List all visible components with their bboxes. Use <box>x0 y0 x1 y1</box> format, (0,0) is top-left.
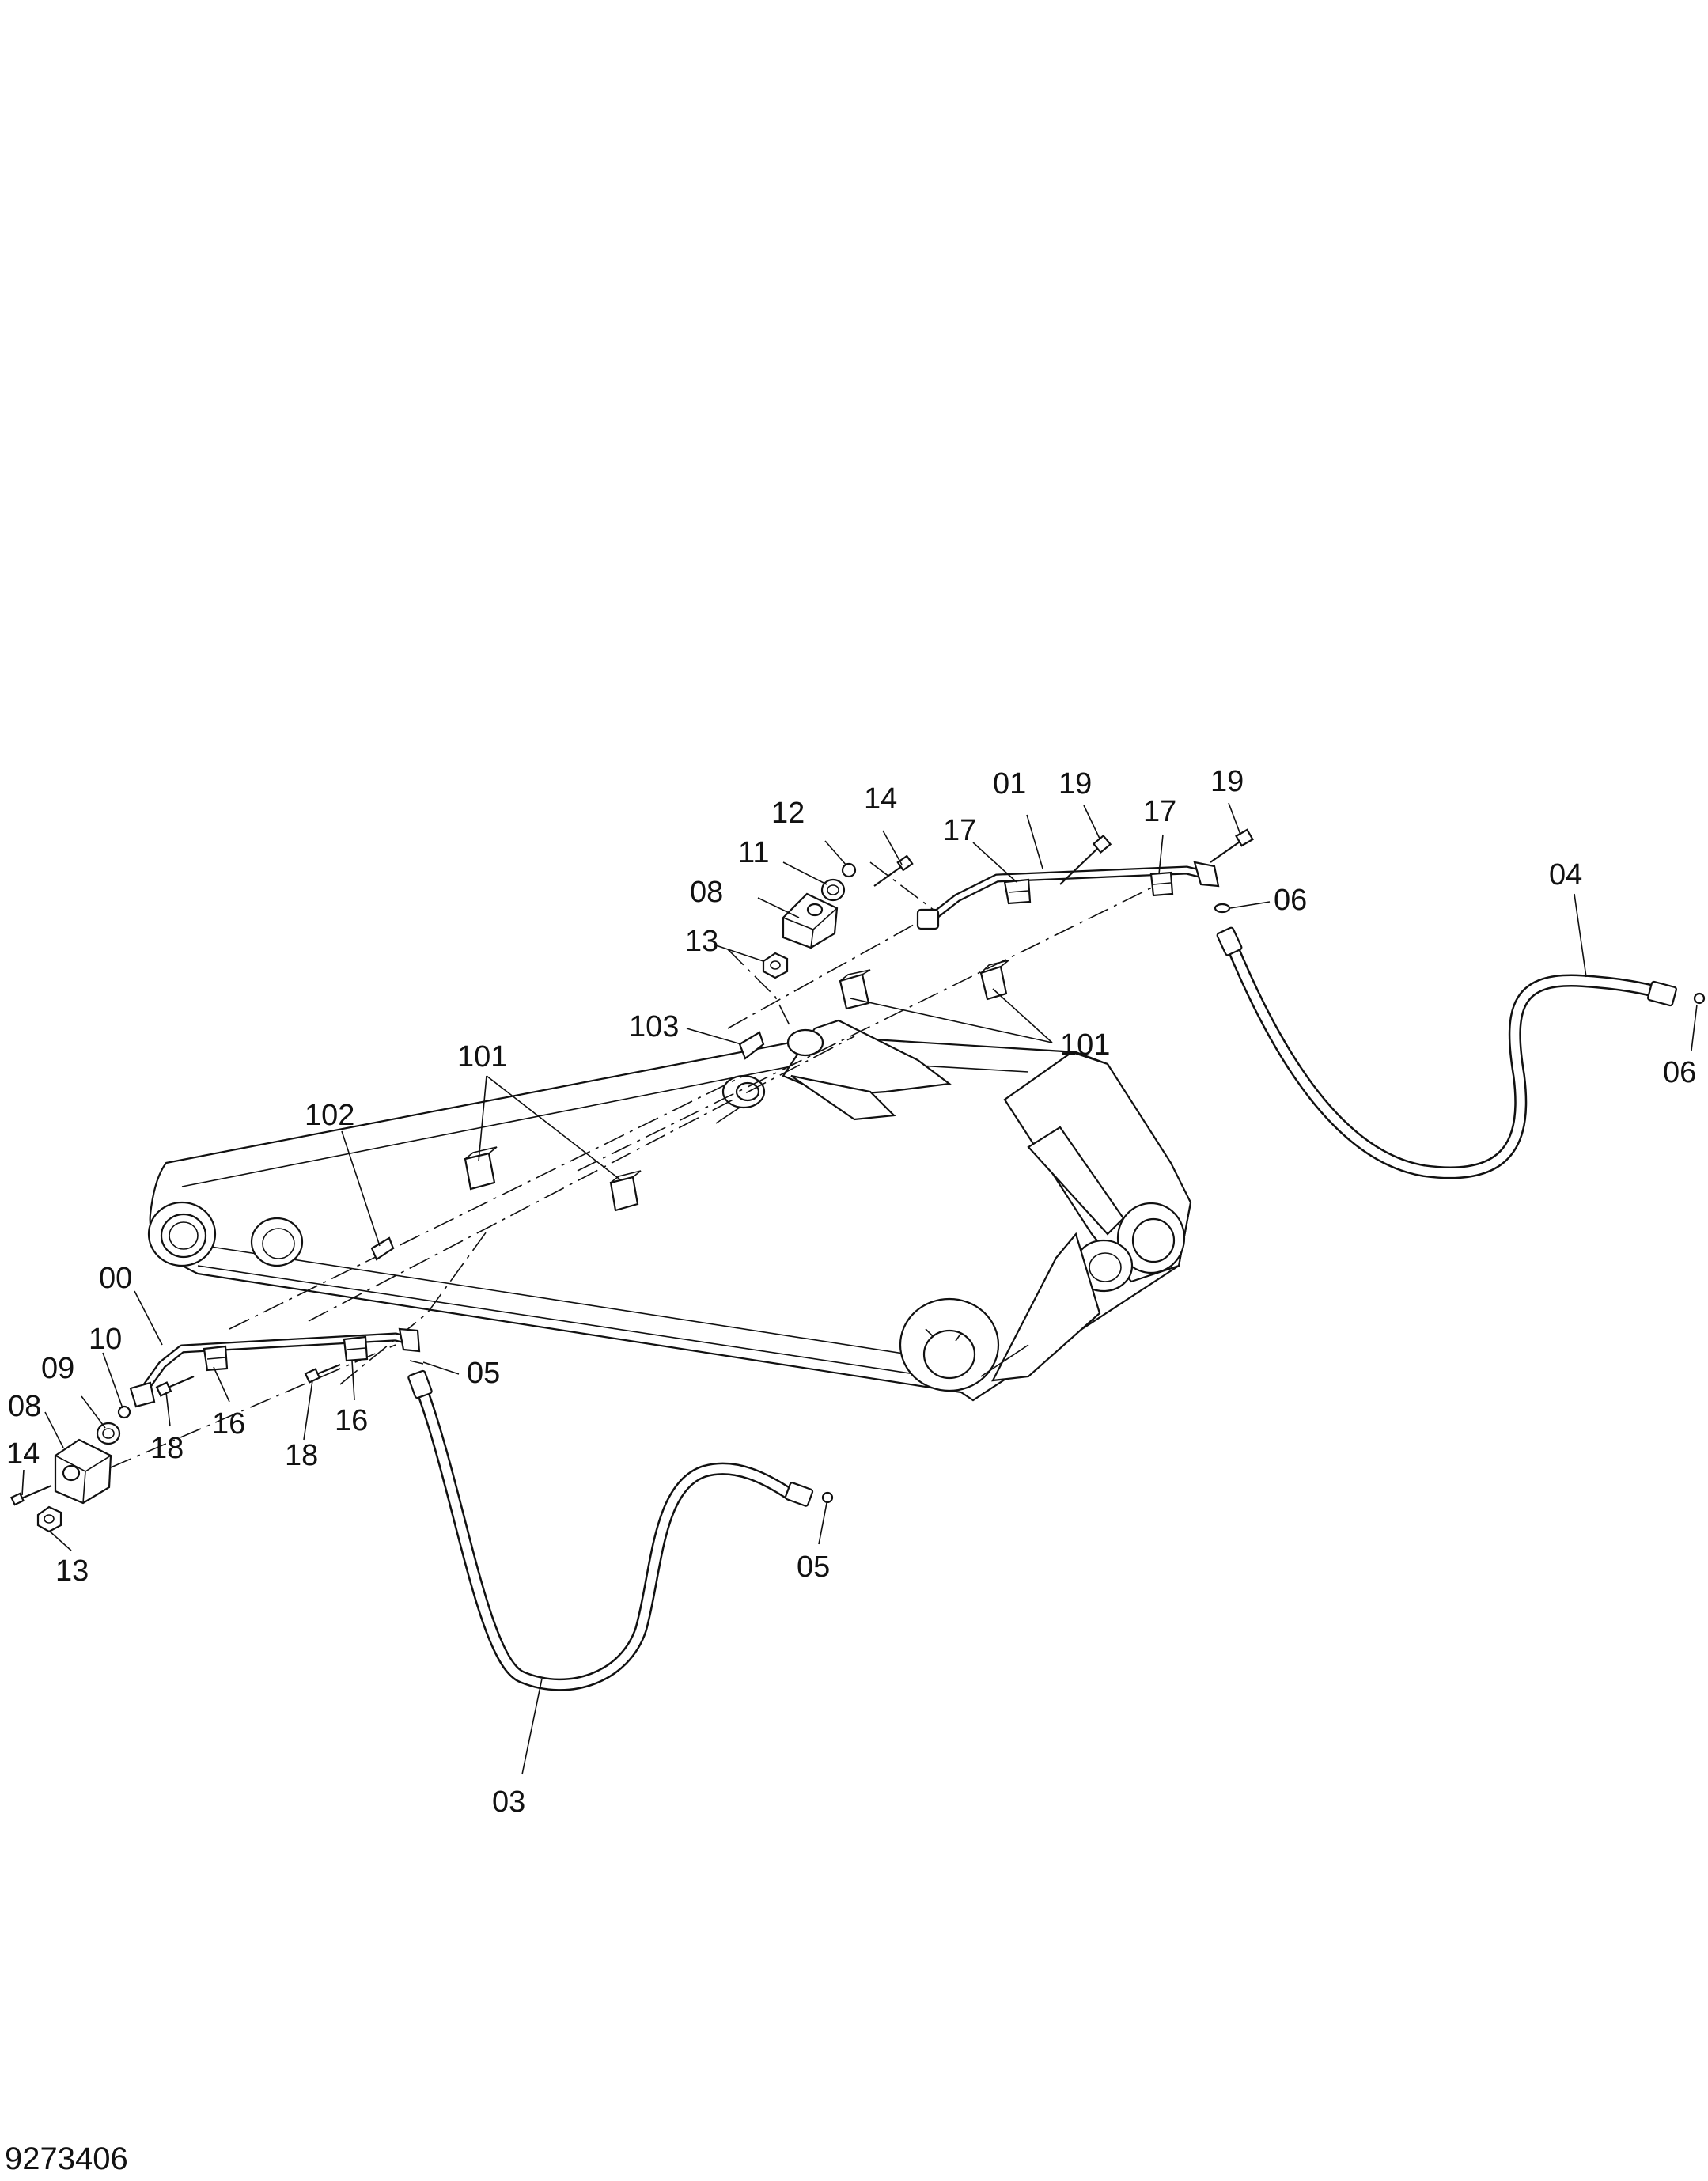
callout-10: 10 <box>89 1323 122 1356</box>
callout-13-lower: 13 <box>55 1554 89 1588</box>
callout-11: 11 <box>738 836 769 869</box>
callout-101-right: 101 <box>1060 1028 1110 1062</box>
boom-arm <box>147 1019 1192 1402</box>
callout-05-lower: 05 <box>797 1551 830 1584</box>
callout-17-right: 17 <box>1143 795 1176 828</box>
clamp-16-left <box>203 1345 229 1372</box>
callout-labels: 14 12 11 08 13 103 17 01 19 17 19 06 04 … <box>6 765 1696 1819</box>
callout-14-upper: 14 <box>864 782 897 816</box>
spacer-101-d <box>609 1170 642 1212</box>
fitting-11 <box>820 878 846 902</box>
bolt-18-right <box>304 1363 341 1384</box>
block-08-lower <box>54 1438 112 1505</box>
o-ring-05-upper <box>409 1360 424 1365</box>
clamp-17-right <box>1149 871 1174 897</box>
plate-102 <box>370 1236 395 1261</box>
callout-18-right: 18 <box>285 1439 318 1472</box>
bolt-14-lower <box>9 1484 52 1506</box>
assembly-lines <box>110 861 1156 1468</box>
leader-lines <box>21 802 1698 1775</box>
clamp-16-right <box>343 1335 369 1362</box>
callout-102: 102 <box>305 1099 354 1132</box>
callout-04: 04 <box>1549 858 1582 892</box>
callout-06-upper: 06 <box>1274 884 1307 917</box>
tube-01 <box>916 861 1220 930</box>
callout-17-left: 17 <box>943 814 976 847</box>
callout-03: 03 <box>492 1785 525 1819</box>
hose-04 <box>1216 926 1706 1179</box>
bolt-19-left <box>1059 834 1112 885</box>
callout-00: 00 <box>99 1262 132 1295</box>
plug-13-upper <box>762 952 789 979</box>
callout-19-left: 19 <box>1059 767 1092 801</box>
callout-19-right: 19 <box>1210 765 1244 798</box>
callout-05-upper: 05 <box>467 1357 500 1390</box>
callout-13-upper: 13 <box>685 925 718 958</box>
fitting-09 <box>96 1422 121 1445</box>
plate-103 <box>738 1031 765 1060</box>
clamp-17-left <box>1003 878 1032 905</box>
callout-06-right: 06 <box>1663 1056 1696 1089</box>
callout-01: 01 <box>993 767 1026 801</box>
callout-16-left: 16 <box>212 1407 245 1441</box>
callout-103: 103 <box>629 1010 679 1043</box>
callout-101-left: 101 <box>457 1040 507 1073</box>
callout-09: 09 <box>41 1352 74 1385</box>
spacer-101-c <box>464 1146 498 1191</box>
bolt-14-upper <box>873 854 914 887</box>
callout-08-upper: 08 <box>690 876 723 909</box>
tube-00 <box>129 1327 421 1408</box>
plug-13-lower <box>36 1505 62 1533</box>
block-08-upper <box>782 892 839 949</box>
callout-16-right: 16 <box>335 1404 368 1437</box>
bolt-18-left <box>155 1375 195 1397</box>
hose-03 <box>407 1369 834 1691</box>
callout-14-lower: 14 <box>6 1437 40 1471</box>
figure-number: 9273406 <box>5 2141 128 2176</box>
bolt-19-right <box>1210 828 1254 863</box>
callout-18-left: 18 <box>150 1432 184 1465</box>
spacer-101-a <box>839 969 871 1010</box>
callout-08-lower: 08 <box>8 1390 41 1423</box>
callout-12: 12 <box>771 797 805 830</box>
o-ring-10 <box>117 1405 131 1419</box>
o-ring-12 <box>841 862 857 878</box>
spacer-101-b <box>979 960 1009 1001</box>
o-ring-06-upper <box>1214 903 1231 914</box>
